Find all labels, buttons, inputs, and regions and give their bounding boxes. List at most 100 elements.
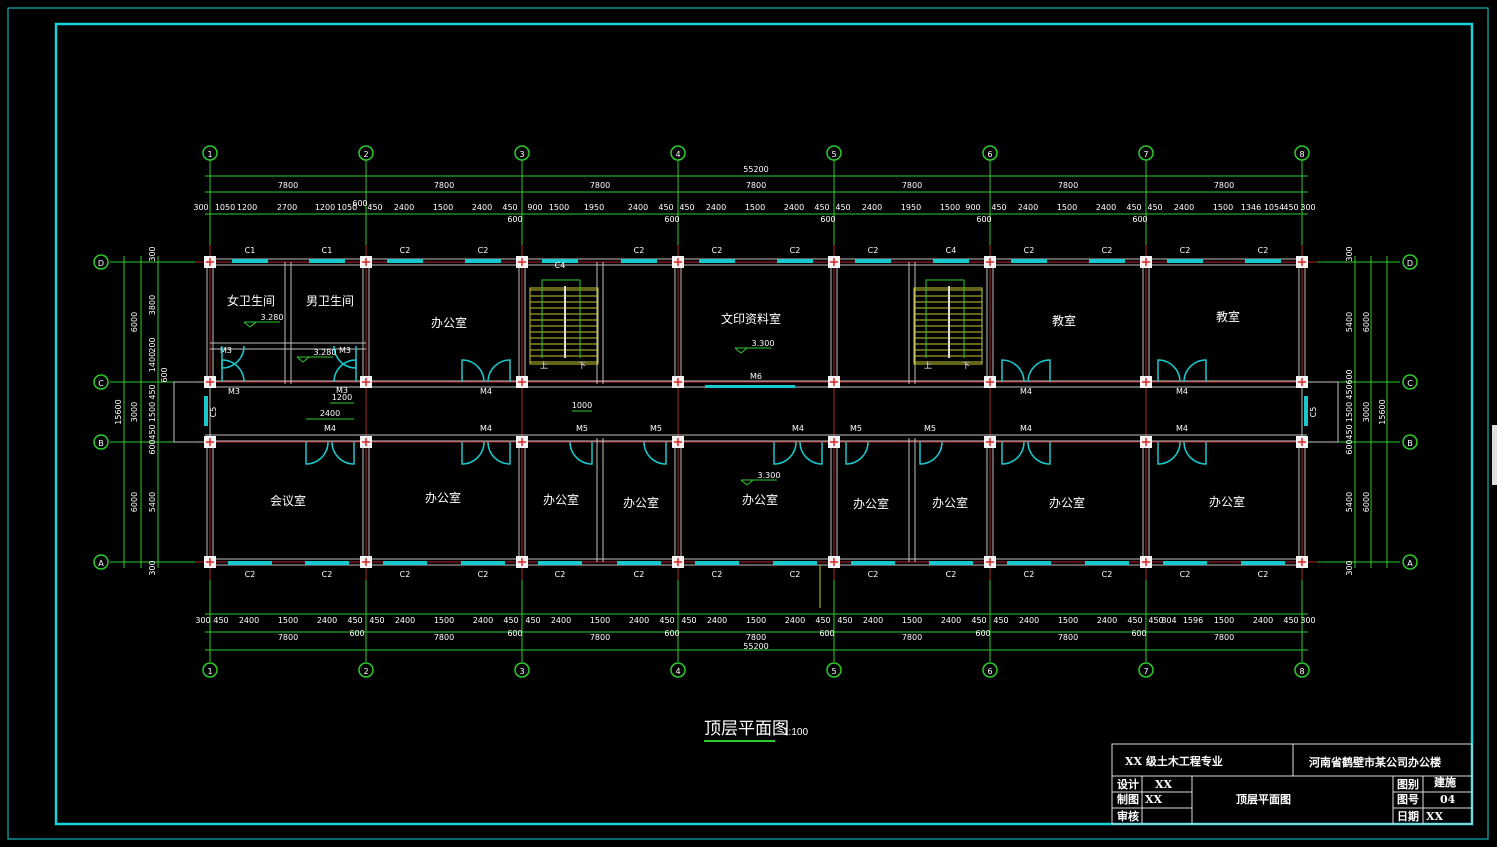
dim-detail: 300 xyxy=(193,203,208,212)
door-swing xyxy=(1027,359,1051,383)
window xyxy=(1011,259,1047,263)
scroll-handle[interactable] xyxy=(1492,425,1497,485)
dim-detail: 900 xyxy=(965,203,980,212)
door-swing xyxy=(1157,441,1181,465)
axis-label-7: 7 xyxy=(1143,150,1148,159)
window-label: C2 xyxy=(1258,246,1269,255)
dim-detail: 450 xyxy=(815,616,830,625)
dim-inner: 5400 xyxy=(148,492,157,512)
axis-bubble xyxy=(826,662,842,678)
axis-bubble xyxy=(202,662,218,678)
room-name: 办公室 xyxy=(932,495,968,510)
axis-label-3: 3 xyxy=(519,667,524,676)
window-label: C2 xyxy=(1180,246,1191,255)
axis-bubble xyxy=(514,145,530,161)
axis-bubble xyxy=(1402,434,1418,450)
dim-detail: 450 xyxy=(837,616,852,625)
dim-detail: 450 xyxy=(1148,616,1163,625)
dim-detail: 2400 xyxy=(551,616,571,625)
window-label: C1 xyxy=(322,246,333,255)
dim-detail: 2700 xyxy=(277,203,297,212)
door-swing xyxy=(487,359,511,383)
window xyxy=(621,259,657,263)
dim-detail: 600 xyxy=(352,199,367,208)
dim-detail: 600 xyxy=(976,215,991,224)
dim-detail: 1500 xyxy=(1057,203,1077,212)
axis-bubble xyxy=(982,662,998,678)
dim-detail: 2400 xyxy=(785,616,805,625)
dim-detail: 2400 xyxy=(394,203,414,212)
dim-middle: 6000 xyxy=(1362,312,1371,332)
dim-detail: 2400 xyxy=(784,203,804,212)
dim-detail: 1346 xyxy=(1241,203,1261,212)
window-label: C2 xyxy=(478,246,489,255)
dim-detail: 450 xyxy=(1283,616,1298,625)
dim-detail: 1500 xyxy=(433,203,453,212)
dim-detail: 2400 xyxy=(628,203,648,212)
project-name: 河南省鹤壁市某公司办公楼 xyxy=(1309,755,1441,769)
dim-outer: 15600 xyxy=(1378,399,1387,424)
room-name: 会议室 xyxy=(270,493,306,508)
window xyxy=(228,561,272,565)
elevation-label: 3.280 xyxy=(261,313,284,322)
title-block xyxy=(1111,743,1473,825)
dim-detail: 600 xyxy=(1131,629,1146,638)
door-label: M3 xyxy=(220,346,232,355)
dim-middle: 3000 xyxy=(130,402,139,422)
window-label: C1 xyxy=(245,246,256,255)
dim-inner: 5400 xyxy=(1345,312,1354,332)
outer-frame xyxy=(7,7,1489,840)
door-swing xyxy=(1027,441,1051,465)
small-dim-label: 1200 xyxy=(332,393,352,402)
dim-detail: 1050 xyxy=(337,203,357,212)
window-label: C4 xyxy=(555,261,566,270)
window xyxy=(705,385,795,388)
door-swing xyxy=(461,359,485,383)
window-label: C5 xyxy=(209,407,218,418)
dim-inner: 600 xyxy=(1345,369,1354,384)
axis-label-3: 3 xyxy=(519,150,524,159)
door-label: M5 xyxy=(650,424,662,433)
window-label: C2 xyxy=(1024,570,1035,579)
dim-detail: 1500 xyxy=(590,616,610,625)
stair-arrow xyxy=(925,279,965,358)
door-label: M3 xyxy=(339,346,351,355)
dim-detail: 1200 xyxy=(315,203,335,212)
axis-label-3: A xyxy=(98,559,104,568)
axis-bubble xyxy=(358,145,374,161)
dim-bay: 7800 xyxy=(1214,181,1234,190)
window xyxy=(929,561,973,565)
room-name: 办公室 xyxy=(623,495,659,510)
dim-detail: 2400 xyxy=(863,616,883,625)
axis-label-6: 6 xyxy=(987,150,992,159)
dim-bay: 7800 xyxy=(902,181,922,190)
axis-bubble xyxy=(1138,145,1154,161)
inner-frame xyxy=(54,22,1474,826)
window xyxy=(1163,561,1207,565)
door-label: M5 xyxy=(924,424,936,433)
axis-label-2: 2 xyxy=(363,667,368,676)
dim-middle: 6000 xyxy=(130,492,139,512)
door-swing xyxy=(845,441,869,465)
drawing-title: 顶层平面图 1:100 xyxy=(704,719,808,742)
dim-detail: 300 xyxy=(1300,616,1315,625)
window xyxy=(695,561,739,565)
dim-inner: 300 xyxy=(148,246,157,261)
stair-down-label: 下 xyxy=(962,361,970,370)
dim-detail: 450 xyxy=(991,203,1006,212)
small-dim-label: 2400 xyxy=(320,409,340,418)
window xyxy=(1089,259,1125,263)
axis-bubble xyxy=(202,145,218,161)
dim-inner: 300 xyxy=(1345,560,1354,575)
drawing-scale: 1:100 xyxy=(783,727,808,738)
axis-bubble xyxy=(1294,662,1310,678)
dim-detail: 450 xyxy=(971,616,986,625)
dim-inner: 1500 xyxy=(148,402,157,422)
room-name: 教室 xyxy=(1216,309,1240,324)
dim-inner: 1400 xyxy=(148,352,157,372)
dim-detail: 600 xyxy=(349,629,364,638)
axis-label-3: A xyxy=(1407,559,1413,568)
room-name: 办公室 xyxy=(1049,495,1085,510)
room-name: 教室 xyxy=(1052,313,1076,328)
